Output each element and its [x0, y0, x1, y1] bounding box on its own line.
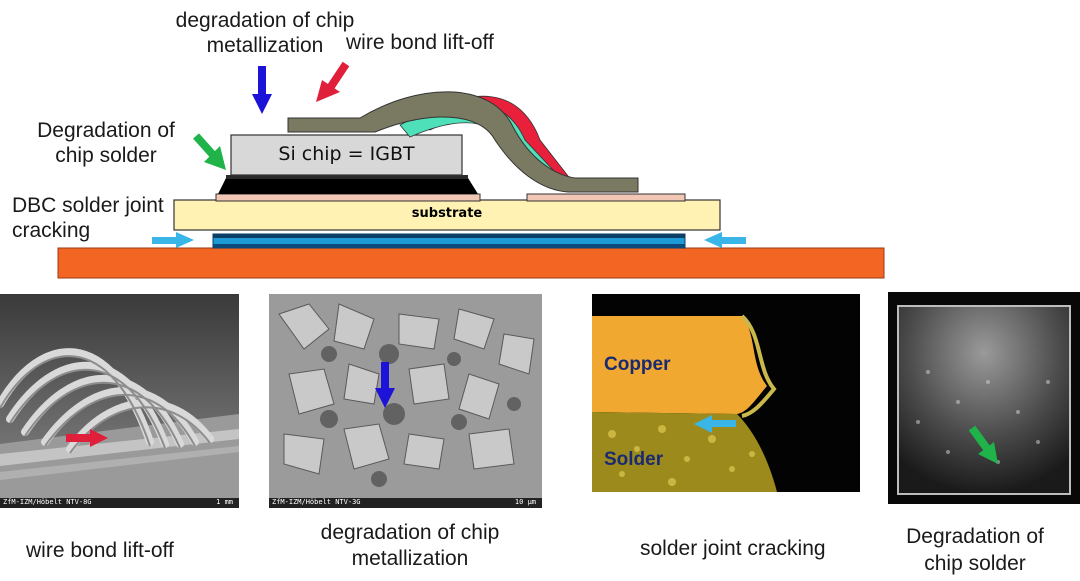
- arrow-dbc-left: [152, 232, 194, 248]
- micrograph-solder-joint: Copper Solder: [592, 294, 860, 492]
- upper-copper-pad-right: [526, 193, 686, 202]
- chip-solder-layer: [218, 178, 478, 194]
- label-dbc-solder-joint: DBC solder joint cracking: [12, 194, 164, 242]
- sem1-footer-right: 1 mm: [216, 498, 233, 506]
- arrow-solder-crack: [694, 415, 736, 433]
- sem2-footer-left: ZfM-IZM/Höbelt NTV-3G: [272, 498, 361, 506]
- si-chip: [230, 134, 463, 176]
- arrow-metallization: [252, 66, 272, 114]
- module-cross-section: [57, 61, 885, 279]
- label-substrate: substrate: [411, 206, 483, 221]
- upper-copper-pad-left: [215, 193, 481, 202]
- caption-metallization-line2: metallization: [351, 547, 469, 570]
- caption-chip-solder-line1: Degradation of: [906, 525, 1044, 548]
- caption-metallization-line1: degradation of chip: [320, 521, 500, 544]
- caption-chip-solder-line2: chip solder: [924, 552, 1026, 575]
- wire-bond: [287, 91, 639, 193]
- baseplate: [57, 247, 885, 279]
- substrate-layer: [173, 199, 721, 231]
- dbc-solder-layer: [213, 234, 685, 238]
- xray-chip-solder: [888, 292, 1080, 504]
- label-solder: Solder: [604, 449, 664, 470]
- caption-solder-joint: solder joint cracking: [640, 537, 826, 560]
- caption-wire-bond: wire bond lift-off: [26, 539, 174, 562]
- sem1-footer-left: ZfM-IZM/Höbelt NTV-8G: [3, 498, 92, 506]
- sem2-footer-right: 10 µm: [514, 498, 536, 506]
- sem-image-metallization: ZfM-IZM/Höbelt NTV-3G 10 µm: [269, 294, 542, 508]
- arrow-dbc-right: [704, 232, 746, 248]
- arrow-sem-wire: [66, 429, 108, 447]
- arrow-xray-chip-solder: [968, 425, 998, 464]
- arrow-wire-bond: [316, 61, 350, 102]
- arrow-sem-metallization: [375, 362, 395, 408]
- label-copper: Copper: [604, 354, 671, 375]
- label-si-chip: Si chip = IGBT: [278, 143, 415, 165]
- arrow-chip-solder: [193, 133, 226, 170]
- label-degradation-metallization: degradation of chip metallization: [175, 9, 355, 57]
- label-degradation-chip-solder: Degradation of chip solder: [37, 119, 175, 167]
- sem-image-wire-bond: ZfM-IZM/Höbelt NTV-8G 1 mm: [0, 294, 239, 508]
- label-wire-bond-liftoff: wire bond lift-off: [346, 31, 494, 54]
